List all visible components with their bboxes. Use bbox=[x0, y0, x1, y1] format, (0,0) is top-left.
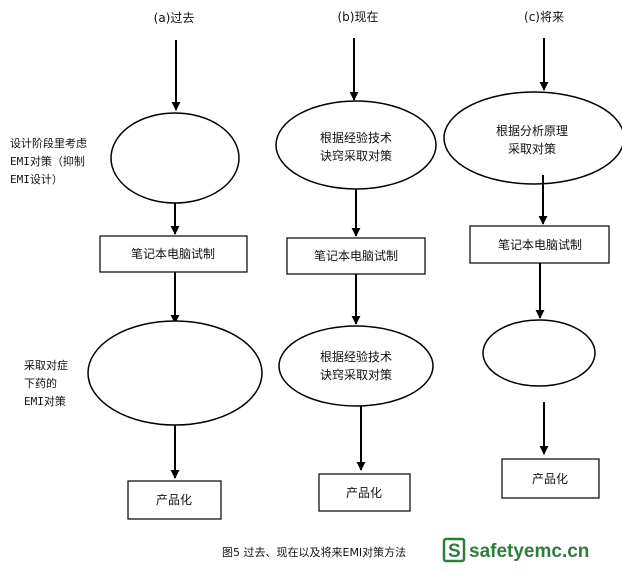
process-box-a-1 bbox=[99, 235, 248, 273]
process-ellipse-c-1-line-2: 采取对策 bbox=[508, 142, 556, 156]
watermark-badge: S bbox=[448, 541, 461, 562]
watermark-logo-icon bbox=[442, 537, 466, 563]
watermark-text: safetyemc.cn bbox=[469, 541, 589, 562]
process-box-c-1-label: 笔记本电脑试制 bbox=[498, 237, 582, 252]
process-box-a-2 bbox=[127, 480, 222, 520]
process-box-c-1 bbox=[469, 225, 610, 264]
process-box-b-1 bbox=[286, 237, 426, 275]
process-box-b-2 bbox=[318, 473, 411, 512]
side-note-a-2-line-2: 下药的 bbox=[24, 376, 57, 390]
process-box-a-1-label: 笔记本电脑试制 bbox=[131, 246, 215, 261]
process-ellipse-c-2 bbox=[482, 319, 596, 387]
process-ellipse-b-1-line-2: 诀窍采取对策 bbox=[320, 148, 392, 163]
process-ellipse-c-1 bbox=[443, 91, 622, 185]
side-note-a-1-line-1: 设计阶段里考虑 bbox=[10, 136, 87, 150]
column-c-heading: (c)将来 bbox=[524, 10, 564, 24]
process-box-c-2 bbox=[501, 458, 600, 499]
process-ellipse-b-1-line-1: 根据经验技术 bbox=[320, 130, 392, 145]
side-note-a-1-line-2: EMI对策（抑制 bbox=[10, 154, 85, 168]
figure-caption: 图5 过去、现在以及将来EMI对策方法 bbox=[222, 545, 406, 559]
process-ellipse-a-1 bbox=[110, 112, 240, 204]
column-b-heading: (b)现在 bbox=[338, 10, 379, 24]
process-ellipse-c-1-line-1: 根据分析原理 bbox=[496, 124, 568, 138]
process-box-b-2-label: 产品化 bbox=[346, 486, 382, 500]
process-ellipse-b-1 bbox=[275, 100, 437, 190]
side-note-a-2-line-3: EMI对策 bbox=[24, 394, 66, 408]
column-a-heading: (a)过去 bbox=[154, 11, 195, 25]
side-note-a-1-line-3: EMI设计） bbox=[10, 173, 63, 186]
watermark: S safetyemc.cn bbox=[440, 537, 616, 563]
side-note-a-2-line-1: 采取对症 bbox=[24, 358, 68, 372]
process-ellipse-b-2 bbox=[278, 325, 434, 407]
process-box-c-2-label: 产品化 bbox=[532, 472, 568, 486]
process-ellipse-b-2-line-1: 根据经验技术 bbox=[320, 349, 392, 364]
process-box-a-2-label: 产品化 bbox=[156, 493, 192, 507]
process-ellipse-b-2-line-2: 诀窍采取对策 bbox=[320, 367, 392, 382]
process-ellipse-a-2 bbox=[87, 320, 263, 426]
process-box-b-1-label: 笔记本电脑试制 bbox=[314, 248, 398, 263]
